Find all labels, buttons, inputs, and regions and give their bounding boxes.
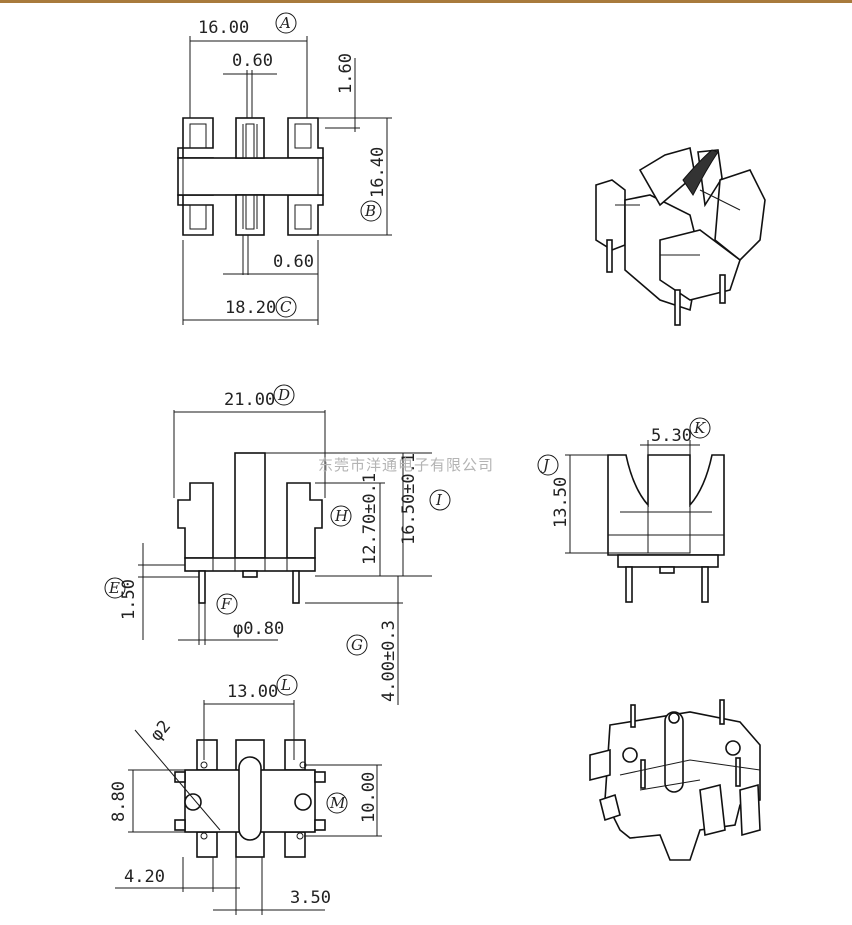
svg-text:L: L	[280, 676, 291, 694]
svg-text:B: B	[364, 202, 376, 220]
label-c: C	[275, 296, 297, 318]
svg-text:G: G	[351, 636, 363, 654]
label-h: H	[330, 505, 352, 527]
label-k: K	[689, 417, 711, 439]
dim-16-00: 16.00	[198, 18, 249, 38]
svg-text:H: H	[334, 507, 349, 525]
svg-text:A: A	[278, 14, 291, 32]
svg-text:D: D	[277, 386, 290, 404]
dim-16-50: 16.50±0.1	[399, 453, 419, 545]
label-l: L	[276, 674, 298, 696]
svg-text:J: J	[540, 456, 550, 474]
dim-16-40: 16.40	[368, 147, 388, 198]
label-f: F	[216, 593, 238, 615]
label-e: E	[104, 577, 126, 599]
label-g: G	[346, 634, 368, 656]
circled-labels: A B C D E F G H I J K L M	[104, 12, 711, 814]
dim-1-50: 1.50	[119, 579, 139, 620]
svg-text:F: F	[220, 595, 232, 613]
label-b: B	[360, 200, 382, 222]
svg-text:K: K	[693, 419, 706, 437]
svg-text:C: C	[280, 298, 292, 316]
dimension-texts: 16.00 0.60 1.60 16.40 0.60 18.20 21.00 1…	[109, 18, 692, 908]
dim-0-60-top: 0.60	[232, 51, 273, 71]
label-m: M	[326, 792, 348, 814]
dim-hole-diameter: φ2	[147, 717, 175, 746]
dim-13-50: 13.50	[551, 477, 571, 528]
dim-13-00: 13.00	[227, 682, 278, 702]
isometric-view-bottom	[589, 699, 761, 861]
front-view	[138, 410, 432, 705]
label-d: D	[273, 384, 295, 406]
dim-4-00: 4.00±0.3	[379, 620, 399, 702]
dim-12-70: 12.70±0.1	[360, 473, 380, 565]
dim-8-80: 8.80	[109, 781, 129, 822]
dim-21-00: 21.00	[224, 390, 275, 410]
svg-text:I: I	[435, 491, 443, 509]
dim-0-60-bottom: 0.60	[273, 252, 314, 272]
dim-5-30: 5.30	[651, 426, 692, 446]
svg-text:M: M	[329, 794, 346, 812]
dim-4-20: 4.20	[124, 867, 165, 887]
dim-pin-diameter: φ0.80	[233, 619, 284, 639]
isometric-view-top	[595, 146, 766, 326]
label-j: J	[537, 454, 559, 476]
bottom-view	[115, 700, 382, 915]
dim-1-60: 1.60	[336, 53, 356, 94]
dim-3-50: 3.50	[290, 888, 331, 908]
label-i: I	[429, 489, 451, 511]
svg-text:E: E	[108, 579, 120, 597]
label-a: A	[275, 12, 297, 34]
dim-10-00: 10.00	[359, 772, 379, 823]
dim-18-20: 18.20	[225, 298, 276, 318]
side-view	[565, 440, 725, 603]
top-view	[177, 36, 392, 325]
company-watermark: 东莞市洋通电子有限公司	[318, 456, 494, 474]
top-border	[0, 0, 852, 3]
